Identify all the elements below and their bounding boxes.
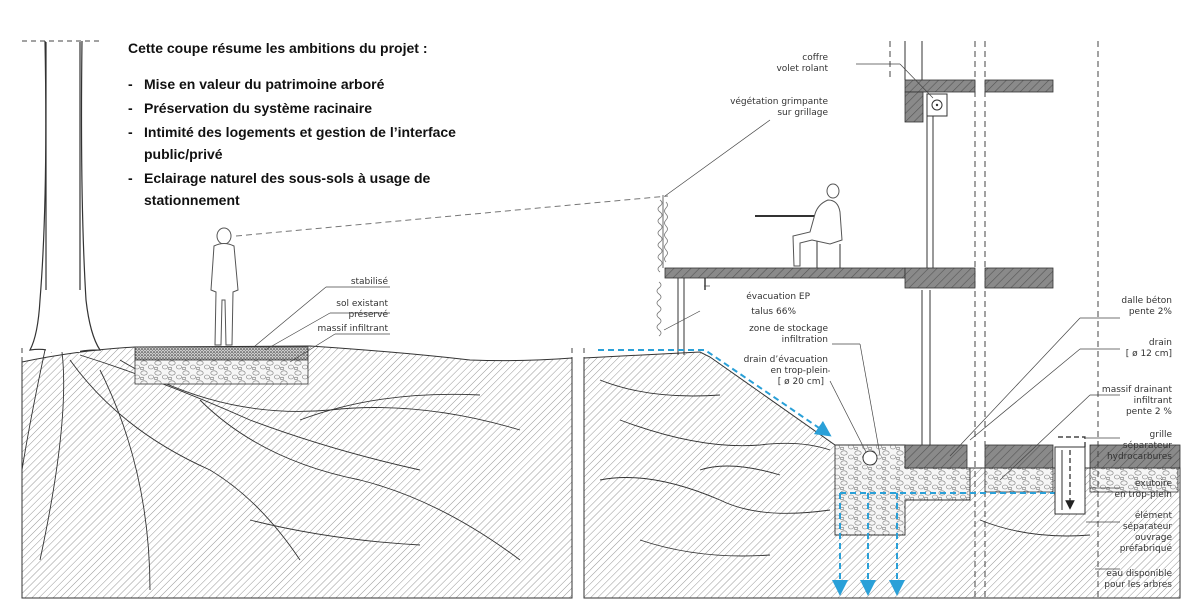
label-zone-stockage-1: zone de stockage [749,324,828,334]
dalle-beton-3 [1089,444,1181,469]
massif-drainant [984,467,1054,493]
sightline [235,195,669,237]
label-coffre-1: coffre [802,53,828,63]
climbing-vegetation [656,195,668,337]
label-evacuation-ep: évacuation EP [746,291,810,302]
label-stabilise: stabilisé [351,276,389,287]
label-sol-existant-1: sol existant [336,299,388,309]
label-drain-1: drain [1149,338,1172,348]
person-standing [210,227,239,346]
label-exutoire-2: en trop-plein [1114,490,1172,500]
label-dalle-1: dalle béton [1121,295,1172,306]
building-lines [904,41,934,445]
terrace-slab [664,267,906,279]
upper-slab-2 [984,79,1054,93]
label-massif-infiltrant: massif infiltrant [317,324,388,334]
label-drain-2: [ ø 12 cm] [1126,349,1172,359]
label-exutoire-1: exutoire [1135,479,1172,489]
label-drain-evac-3: [ ø 20 cm] [778,377,824,387]
floor-slab [904,267,976,289]
massif-drainant-2 [1089,467,1179,493]
label-drain-evac-1: drain d’évacuation [744,354,828,365]
label-coffre-2: volet rolant [776,64,828,74]
label-element-4: préfabriqué [1120,543,1173,554]
intro-text-block: Cette coupe résume les ambitions du proj… [128,37,488,213]
water-flow [598,349,1058,596]
drain-pipe [862,450,878,466]
coffre-roll [931,99,943,111]
dalle-beton-2 [984,444,1054,469]
label-element-2: séparateur [1123,521,1172,532]
dalle-beton [904,444,968,469]
label-eau-2: pour les arbres [1104,580,1172,590]
label-talus: talus 66% [751,307,796,317]
lintel [904,91,924,123]
person-seated [755,183,843,268]
separator-unit [1054,436,1086,515]
ground-right-lines [599,379,1091,557]
dashed-verticals [889,41,1099,598]
ground-left [21,345,573,599]
leader-lines [663,63,1120,570]
stabilise-layer [134,346,309,361]
floor-slab-2 [984,267,1054,289]
label-sol-existant-2: préservé [348,309,388,320]
upper-slab [904,79,976,93]
label-zone-stockage-2: infiltration [782,335,828,345]
label-massif-drainant-1: massif drainant [1102,385,1173,395]
ambition-item: Mise en valeur du patrimoine arboré [128,73,488,95]
tree-roots [21,349,521,591]
label-eau-1: eau disponible [1106,569,1172,579]
label-element-1: élément [1135,510,1173,521]
label-vegetation-1: végétation grimpante [730,96,828,107]
ambition-item: Intimité des logements et gestion de l’i… [128,121,488,165]
label-grille-3: hydrocarbures [1107,452,1172,462]
label-drain-evac-2: en trop-plein [770,366,828,376]
ambitions-list: Mise en valeur du patrimoine arboré Prés… [128,73,488,211]
label-element-3: ouvrage [1135,533,1172,543]
massif-infiltrant [134,359,309,385]
label-vegetation-2: sur grillage [777,108,828,118]
label-grille-1: grille [1150,430,1173,440]
label-massif-drainant-2: infiltrant [1134,396,1173,406]
intro-title: Cette coupe résume les ambitions du proj… [128,40,428,56]
ambition-item: Eclairage naturel des sous-sols à usage … [128,167,488,211]
label-massif-drainant-3: pente 2 % [1126,407,1172,417]
label-grille-2: séparateur [1123,440,1172,451]
ambition-item: Préservation du système racinaire [128,97,488,119]
label-dalle-2: pente 2% [1129,307,1173,317]
